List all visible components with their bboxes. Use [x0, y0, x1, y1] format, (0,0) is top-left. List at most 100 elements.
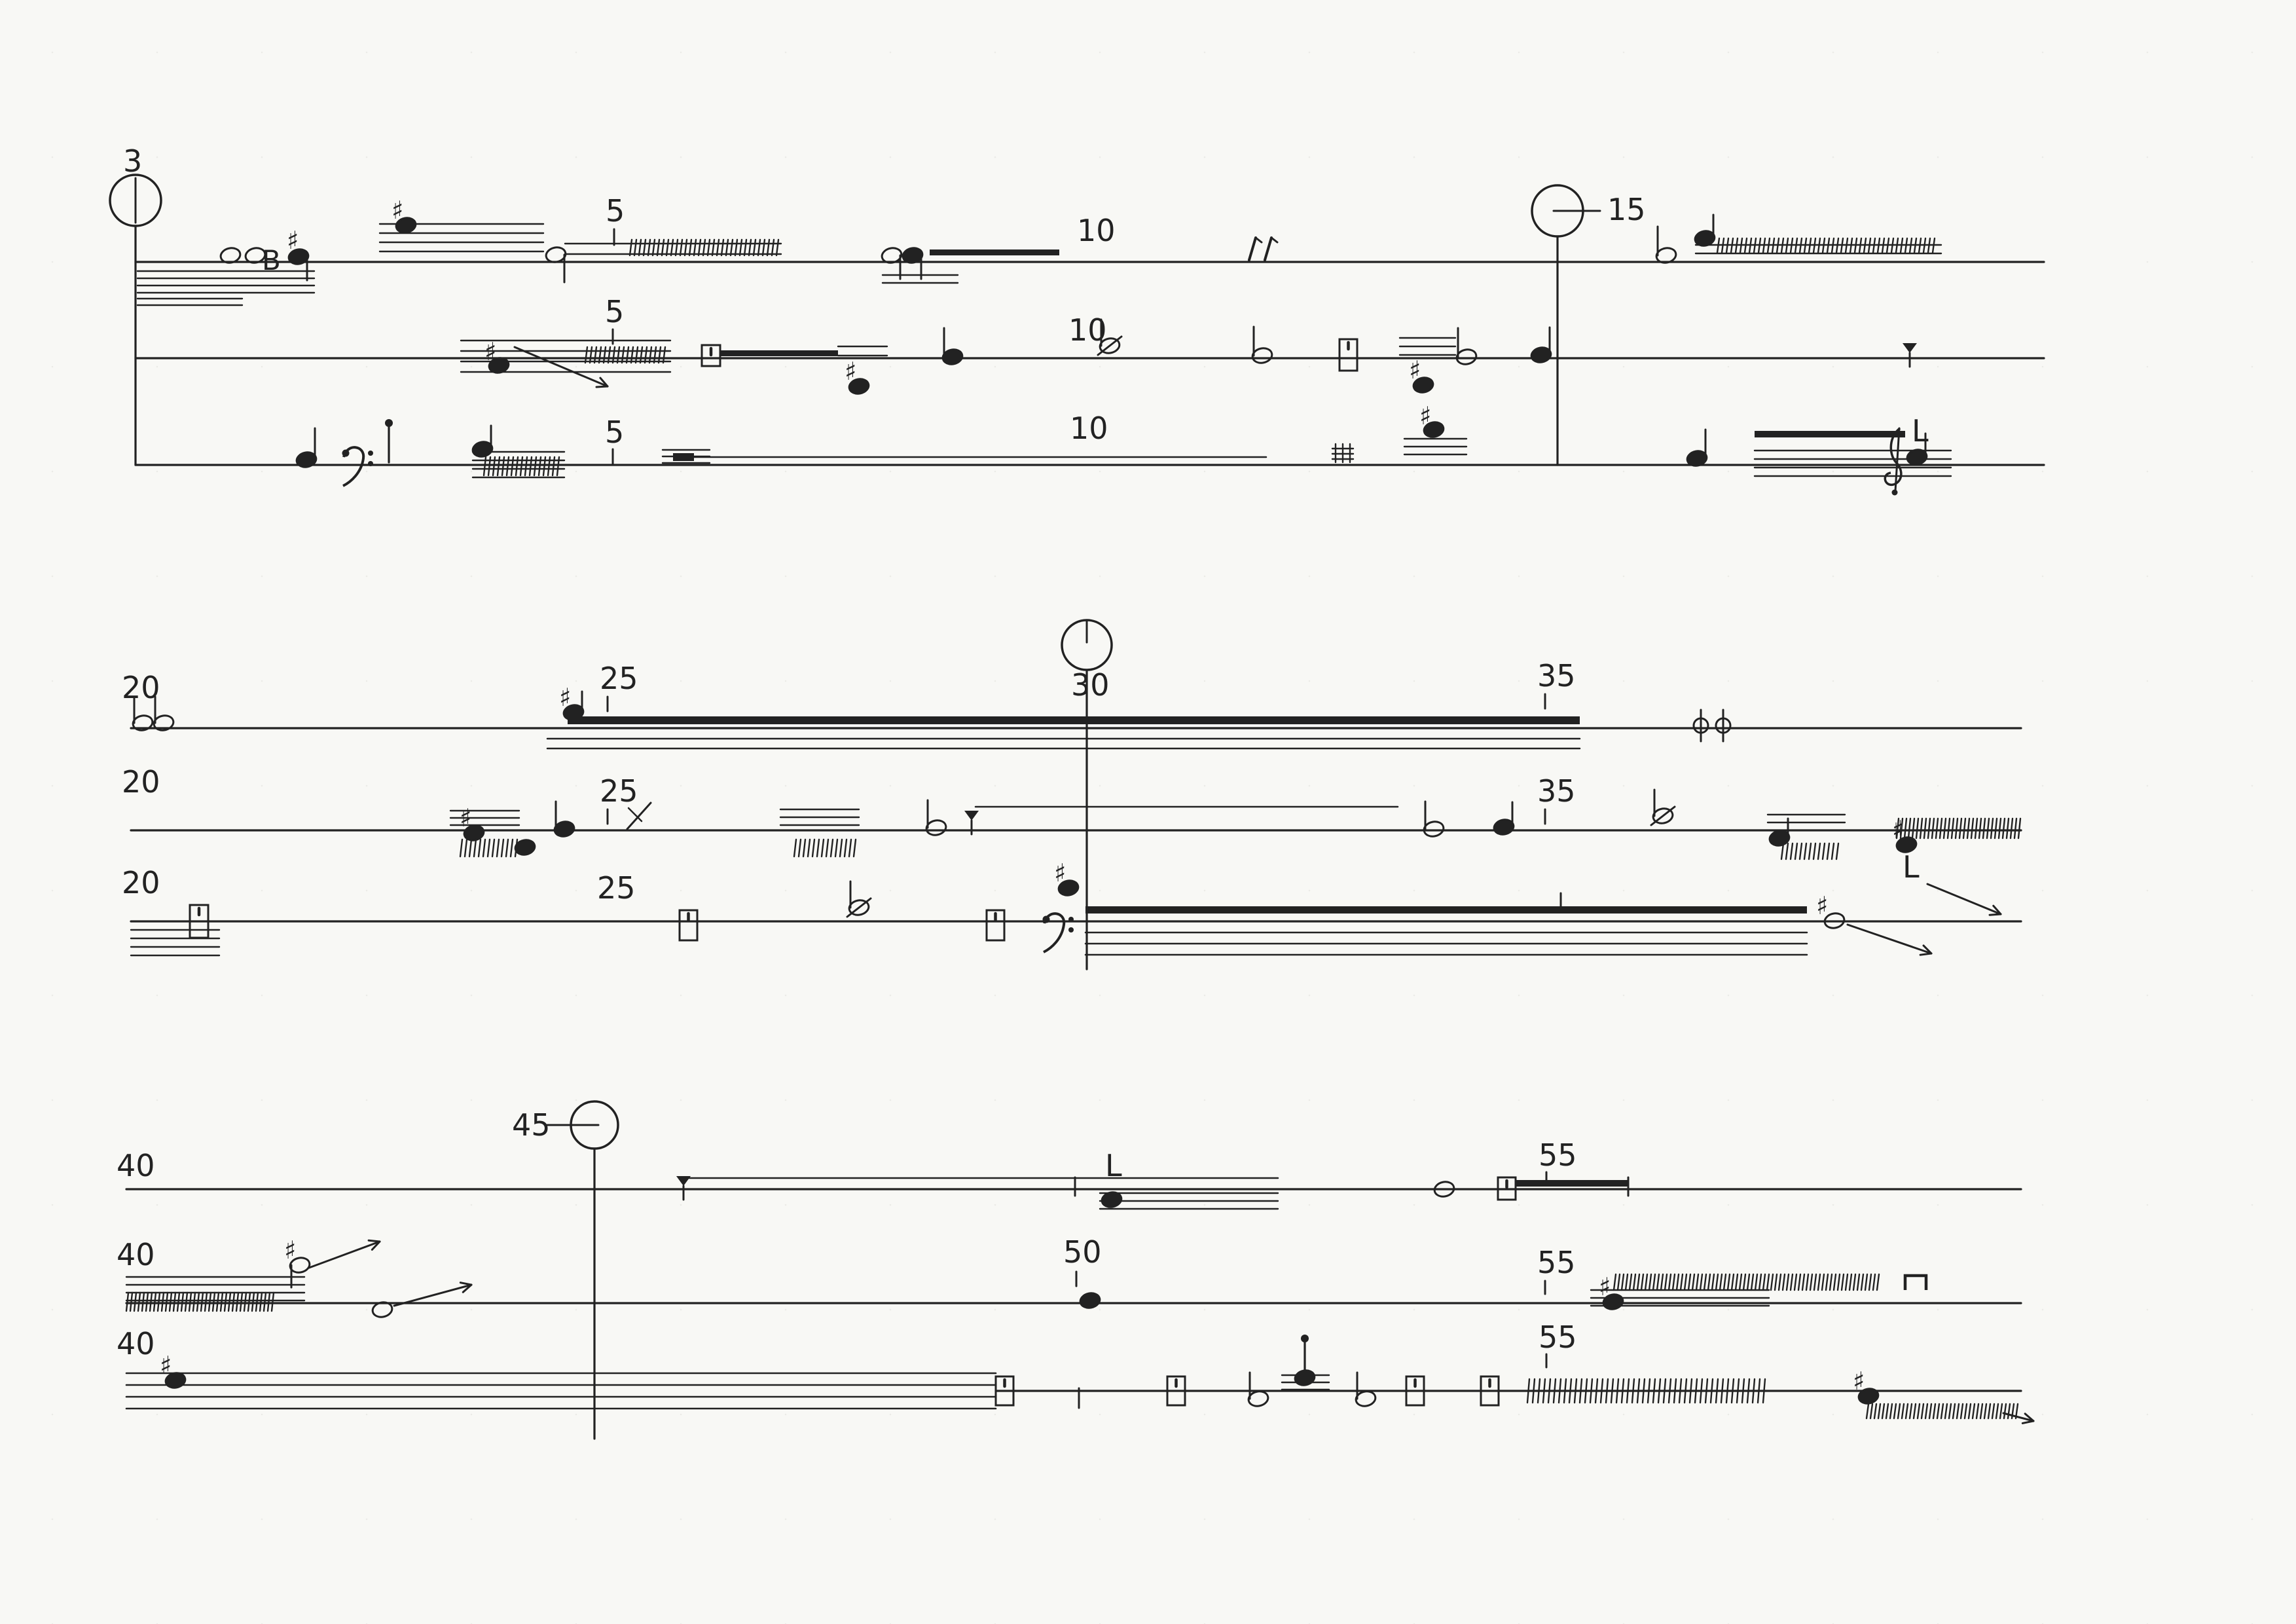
trill-hatch-stroke — [642, 238, 647, 257]
trill-hatch-stroke — [1913, 237, 1918, 254]
slashed-half-note — [848, 899, 870, 916]
trill-hatch-stroke — [1660, 1273, 1664, 1291]
score-label: 15 — [1607, 192, 1646, 227]
trill-hatch-stroke — [1908, 237, 1913, 254]
note-head — [1079, 1292, 1101, 1309]
trill-hatch-stroke — [464, 838, 468, 858]
trill-hatch-stroke — [816, 838, 820, 858]
trill-hatch-stroke — [519, 456, 524, 477]
note-head — [545, 246, 567, 263]
trill-hatch-stroke — [670, 238, 674, 257]
sharp-accidental-icon: ♯ — [1599, 1272, 1611, 1301]
trill-hatch-stroke — [1626, 1378, 1630, 1404]
sharp-accidental-icon: ♯ — [160, 1351, 172, 1380]
box-note — [994, 1375, 1015, 1407]
trill-hatch-stroke — [647, 238, 651, 257]
trill-hatch-stroke — [1852, 1273, 1857, 1291]
trill-hatch-stroke — [1821, 237, 1826, 254]
duration-beam — [568, 716, 1580, 724]
trill-hatch-stroke — [674, 238, 679, 257]
trill-hatch-stroke — [180, 1291, 185, 1312]
trill-hatch-stroke — [843, 838, 848, 858]
note-head — [1823, 912, 1846, 929]
score-label: L — [1903, 849, 1920, 885]
trill-hatch-stroke — [1707, 1273, 1711, 1291]
trill-hatch-stroke — [1962, 817, 1967, 840]
trill-hatch-stroke — [1881, 1403, 1886, 1420]
trill-hatch-stroke — [1877, 1403, 1882, 1420]
trill-hatch-stroke — [775, 238, 780, 257]
trill-hatch-stroke — [1915, 817, 1920, 840]
trill-hatch-stroke — [1789, 237, 1794, 254]
trill-hatch-stroke — [1798, 237, 1803, 254]
note-head — [471, 441, 494, 458]
trill-hatch-stroke — [1699, 1273, 1704, 1291]
trill-hatch-stroke — [1803, 237, 1808, 254]
score-label: 55 — [1539, 1137, 1577, 1173]
trill-hatch-stroke — [1738, 1273, 1743, 1291]
trill-hatch-stroke — [1641, 1378, 1646, 1404]
trill-hatch-stroke — [702, 238, 706, 257]
duration-beam — [1755, 431, 1905, 437]
trill-hatch-stroke — [807, 838, 811, 858]
trill-hatch-stroke — [1742, 1273, 1747, 1291]
trill-hatch-stroke — [1785, 842, 1789, 860]
note-head — [1247, 1390, 1269, 1407]
tremolo-mark — [1264, 236, 1273, 261]
trill-hatch-stroke — [2001, 817, 2006, 840]
trill-hatch-stroke — [1748, 237, 1753, 254]
trill-hatch-stroke — [1558, 1378, 1562, 1404]
trill-hatch-stroke — [168, 1291, 173, 1312]
trill-hatch-stroke — [243, 1291, 247, 1312]
score-label: 40 — [117, 1148, 155, 1183]
trill-hatch-stroke — [1826, 842, 1831, 860]
sharp-accidental-icon: ♯ — [392, 196, 403, 225]
line-segment — [626, 802, 652, 830]
trill-hatch-stroke — [738, 238, 743, 257]
trill-hatch-stroke — [255, 1291, 259, 1312]
note-head — [941, 348, 964, 365]
trill-hatch-stroke — [1794, 237, 1798, 254]
bass-clef-icon — [368, 451, 373, 456]
trill-hatch-stroke — [510, 456, 515, 477]
trill-hatch-stroke — [679, 238, 683, 257]
whole-note-head — [1433, 1181, 1455, 1198]
sharp-accidental-icon: ♯ — [559, 683, 571, 712]
slash-mark — [1650, 805, 1676, 826]
trill-hatch-stroke — [611, 346, 616, 364]
trill-hatch-stroke — [1725, 237, 1730, 254]
trill-hatch-stroke — [501, 456, 505, 477]
score-label: 25 — [600, 773, 638, 809]
trill-hatch-stroke — [1632, 1273, 1637, 1291]
trill-hatch-stroke — [172, 1291, 177, 1312]
note-head — [295, 451, 318, 468]
note-head — [1412, 377, 1434, 394]
trill-hatch-stroke — [1736, 1378, 1740, 1404]
trill-hatch-stroke — [1777, 1273, 1782, 1291]
trill-hatch-stroke — [1817, 1273, 1821, 1291]
glissando-arrow-head — [1922, 944, 1933, 955]
trill-hatch-stroke — [1797, 1273, 1802, 1291]
note-head — [1602, 1293, 1624, 1310]
trill-hatch-stroke — [153, 1291, 157, 1312]
trill-hatch-stroke — [589, 346, 593, 364]
trill-hatch-stroke — [204, 1291, 208, 1312]
trill-hatch-stroke — [1952, 1403, 1956, 1420]
trill-hatch-stroke — [1671, 1273, 1676, 1291]
trill-hatch-stroke — [1719, 1273, 1723, 1291]
trill-hatch-stroke — [1856, 1273, 1861, 1291]
trill-hatch-stroke — [1813, 1273, 1817, 1291]
trill-hatch-stroke — [625, 346, 630, 364]
trill-hatch-stroke — [602, 346, 607, 364]
box-note — [1480, 1375, 1500, 1407]
trill-hatch-stroke — [584, 346, 589, 364]
glissando-arrow-head — [1988, 913, 2002, 916]
trill-hatch-stroke — [1766, 237, 1771, 254]
trill-hatch-stroke — [1616, 1273, 1621, 1291]
trill-hatch-stroke — [1750, 1273, 1755, 1291]
trill-hatch-stroke — [771, 238, 775, 257]
trill-hatch-stroke — [1881, 237, 1886, 254]
trill-hatch-stroke — [693, 238, 697, 257]
